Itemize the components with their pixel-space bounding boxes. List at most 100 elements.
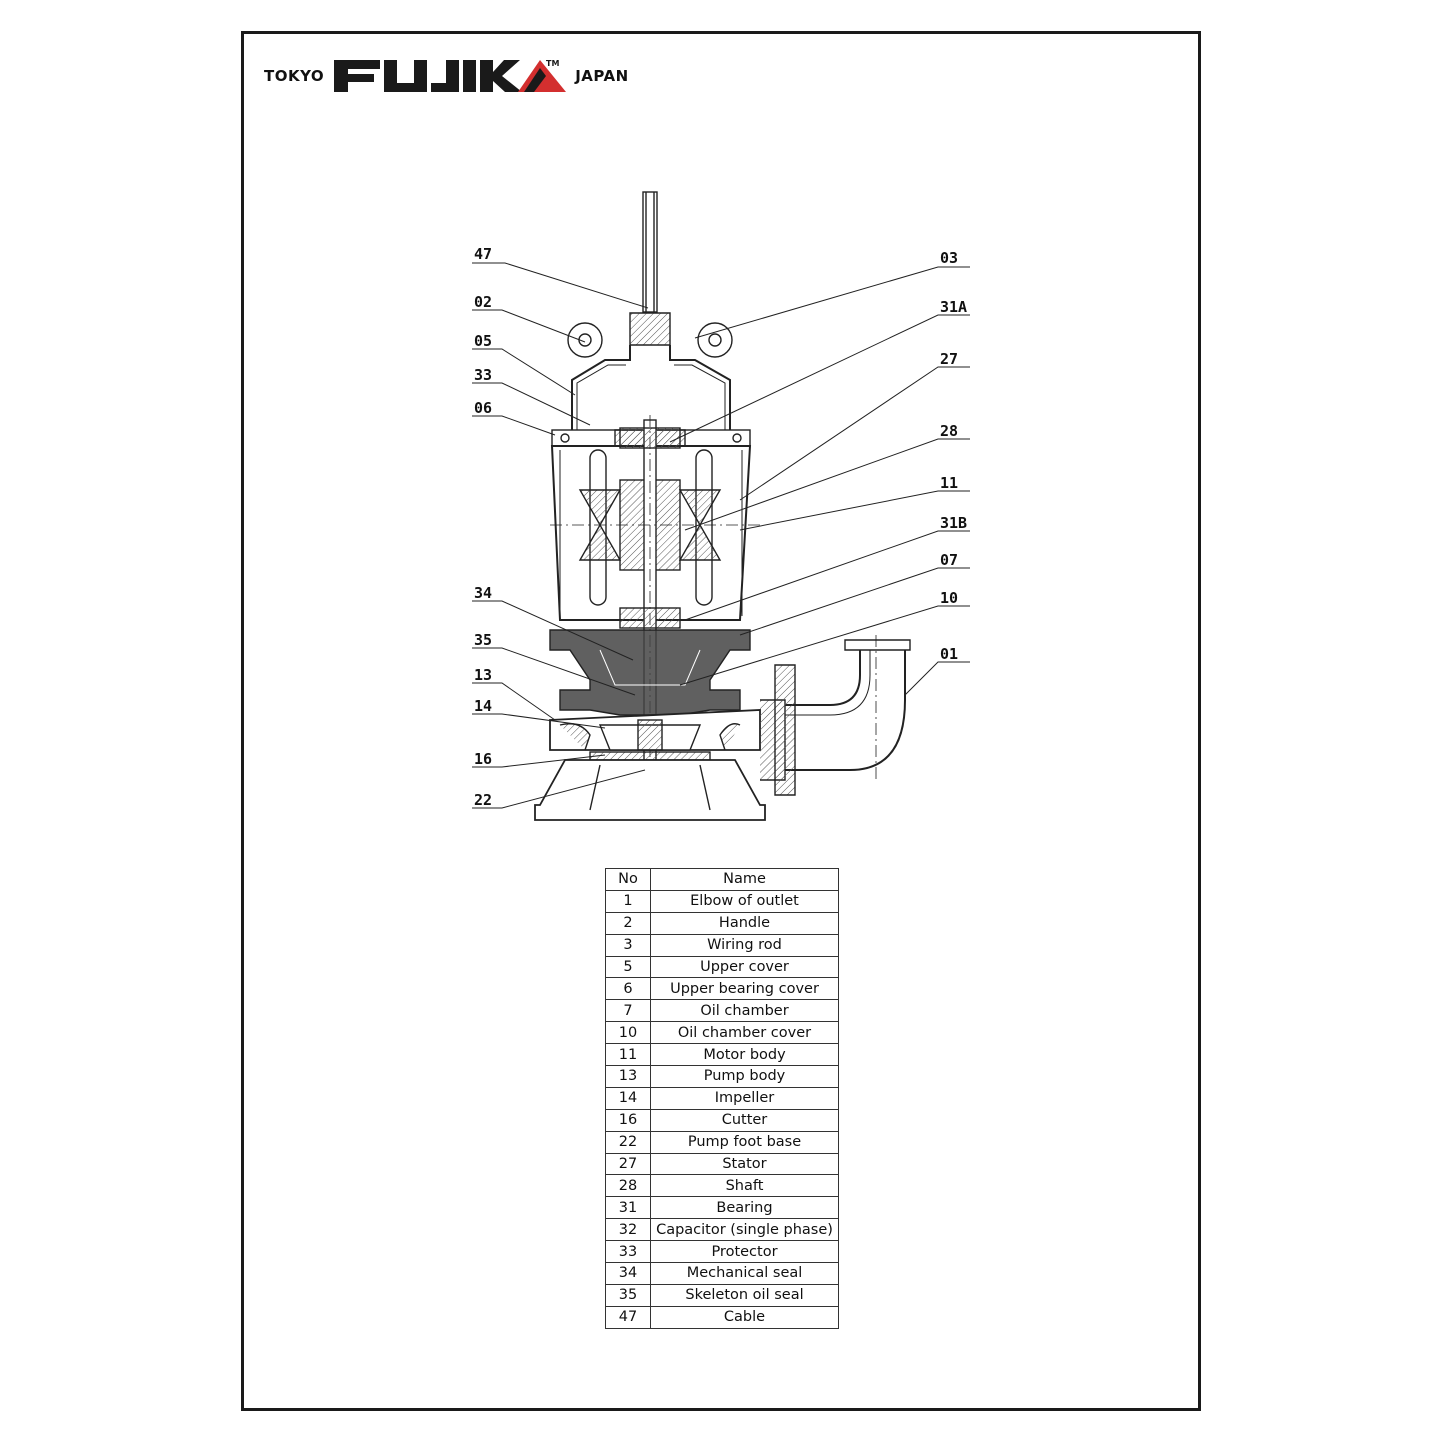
part-no: 6 xyxy=(605,977,651,1001)
part-name: Wiring rod xyxy=(650,933,839,957)
part-name: Elbow of outlet xyxy=(650,889,839,913)
callout-02: 02 xyxy=(474,293,492,311)
part-name: Mechanical seal xyxy=(650,1262,839,1285)
part-name: Skeleton oil seal xyxy=(650,1283,839,1307)
part-no: 13 xyxy=(605,1065,651,1088)
callout-10: 10 xyxy=(940,589,958,607)
logo-letter-f xyxy=(334,60,381,92)
header-name: Name xyxy=(650,868,839,891)
part-no: 7 xyxy=(605,999,651,1023)
part-name: Protector xyxy=(650,1240,839,1264)
pump-cross-section-diagram: 47 02 05 33 06 34 35 13 14 16 22 03 31A … xyxy=(472,191,970,821)
callout-47: 47 xyxy=(474,245,492,263)
upper-cover-drawing xyxy=(571,345,731,430)
part-no: 22 xyxy=(605,1130,651,1154)
part-name: Cable xyxy=(650,1305,839,1329)
part-no: 10 xyxy=(605,1021,651,1045)
part-no: 27 xyxy=(605,1152,651,1176)
handle-left xyxy=(567,322,603,358)
callout-34: 34 xyxy=(474,584,492,602)
header-no: No xyxy=(605,868,651,891)
callout-35: 35 xyxy=(474,631,492,649)
part-no: 3 xyxy=(605,933,651,957)
logo-letter-k xyxy=(480,60,523,92)
callout-05: 05 xyxy=(474,332,492,350)
part-name: Pump body xyxy=(650,1065,839,1088)
part-name: Shaft xyxy=(650,1174,839,1198)
part-no: 34 xyxy=(605,1262,651,1285)
part-name: Oil chamber xyxy=(650,999,839,1023)
callout-11: 11 xyxy=(940,474,958,492)
handle-right xyxy=(697,322,733,358)
part-name: Motor body xyxy=(650,1043,839,1067)
brand-right-text: JAPAN xyxy=(575,67,629,85)
part-name: Stator xyxy=(650,1152,839,1176)
callout-13: 13 xyxy=(474,666,492,684)
outlet-elbow-drawing xyxy=(760,635,911,796)
part-no: 2 xyxy=(605,911,651,935)
callout-06: 06 xyxy=(474,399,492,417)
brand-logo: TOKYO TM JAPAN xyxy=(264,56,629,96)
part-no: 32 xyxy=(605,1218,651,1242)
page-frame xyxy=(241,31,1201,1411)
callout-31b: 31B xyxy=(940,514,967,532)
part-no: 35 xyxy=(605,1283,651,1307)
part-no: 14 xyxy=(605,1086,651,1110)
callout-31a: 31A xyxy=(940,298,967,316)
logo-letter-u xyxy=(384,60,428,92)
callout-16: 16 xyxy=(474,750,492,768)
callout-03: 03 xyxy=(940,249,958,267)
trademark-symbol: TM xyxy=(546,59,559,68)
part-no: 28 xyxy=(605,1174,651,1198)
callout-33: 33 xyxy=(474,366,492,384)
part-name: Upper cover xyxy=(650,955,839,979)
logo-letter-j xyxy=(431,60,460,92)
part-no: 33 xyxy=(605,1240,651,1264)
cable-drawing xyxy=(629,191,671,346)
part-no: 1 xyxy=(605,889,651,913)
part-name: Impeller xyxy=(650,1086,839,1110)
pump-foot-base-drawing xyxy=(534,759,766,821)
part-name: Upper bearing cover xyxy=(650,977,839,1001)
part-no: 16 xyxy=(605,1108,651,1132)
part-no: 31 xyxy=(605,1196,651,1220)
callout-14: 14 xyxy=(474,697,492,715)
table-header-row: No Name xyxy=(605,868,839,891)
logo-letter-i xyxy=(463,60,477,92)
part-no: 47 xyxy=(605,1305,651,1329)
part-no: 11 xyxy=(605,1043,651,1067)
part-name: Cutter xyxy=(650,1108,839,1132)
callout-01: 01 xyxy=(940,645,958,663)
callout-22: 22 xyxy=(474,791,492,809)
part-no: 5 xyxy=(605,955,651,979)
part-name: Handle xyxy=(650,911,839,935)
part-name: Capacitor (single phase) xyxy=(650,1218,839,1242)
callout-07: 07 xyxy=(940,551,958,569)
brand-left-text: TOKYO xyxy=(264,67,325,85)
part-name: Oil chamber cover xyxy=(650,1021,839,1045)
part-name: Bearing xyxy=(650,1196,839,1220)
cutter-drawing xyxy=(589,751,711,761)
callout-27: 27 xyxy=(940,350,958,368)
part-name: Pump foot base xyxy=(650,1130,839,1154)
